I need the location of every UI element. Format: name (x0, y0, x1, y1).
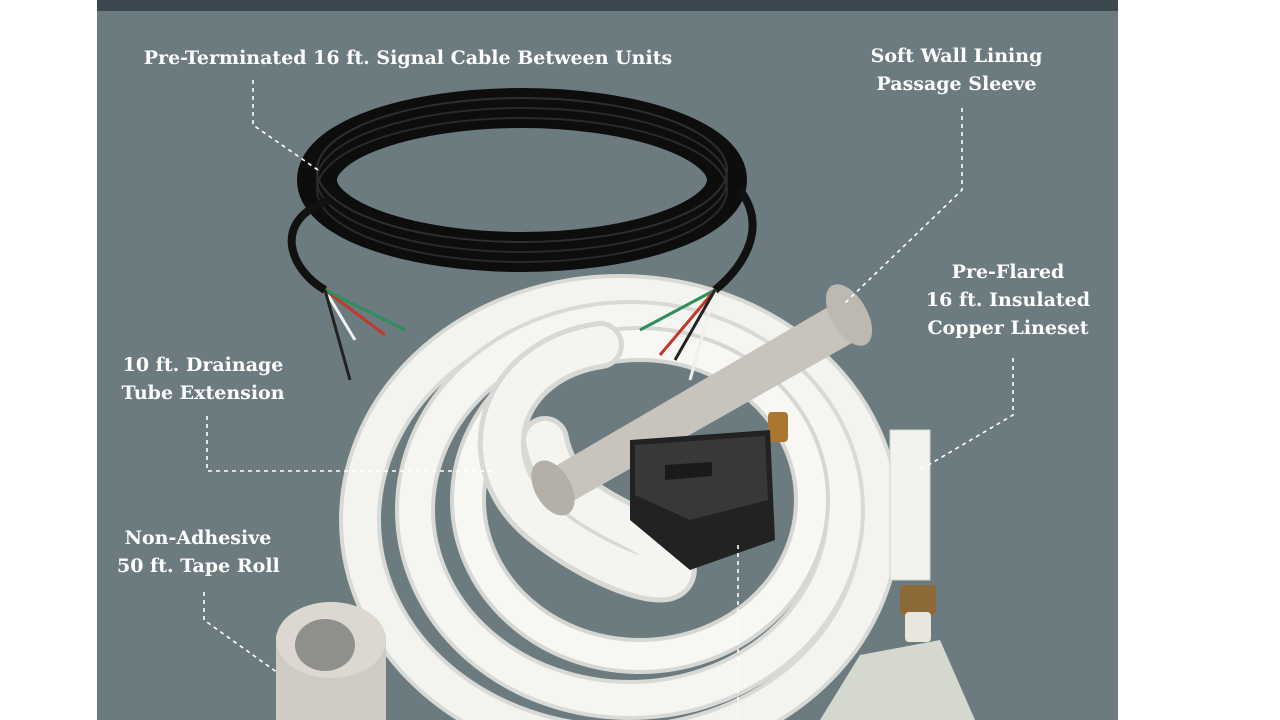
parts-packet (820, 640, 975, 720)
copper-fittings (768, 412, 936, 642)
tape-roll (276, 602, 386, 720)
product-illustration (203, 80, 1014, 720)
signal-cable-label: Pre-Terminated 16 ft. Signal Cable Betwe… (143, 47, 673, 69)
drainage-tube (477, 321, 697, 603)
sleeve-label: Soft Wall Lining Passage Sleeve (870, 45, 1043, 95)
top-bar (97, 0, 1118, 11)
product-infographic: Pre-Terminated 16 ft. Signal Cable Betwe… (97, 0, 1118, 720)
copper-lineset-coil (339, 274, 901, 720)
leader-lines (203, 80, 1014, 720)
lineset-label: Pre-Flared 16 ft. Insulated Copper Lines… (925, 261, 1091, 339)
foam-block (630, 430, 775, 570)
wall-sleeve (531, 284, 873, 516)
tape-label: Non-Adhesive 50 ft. Tape Roll (117, 527, 280, 577)
drainage-label: 10 ft. Drainage Tube Extension (121, 354, 285, 404)
